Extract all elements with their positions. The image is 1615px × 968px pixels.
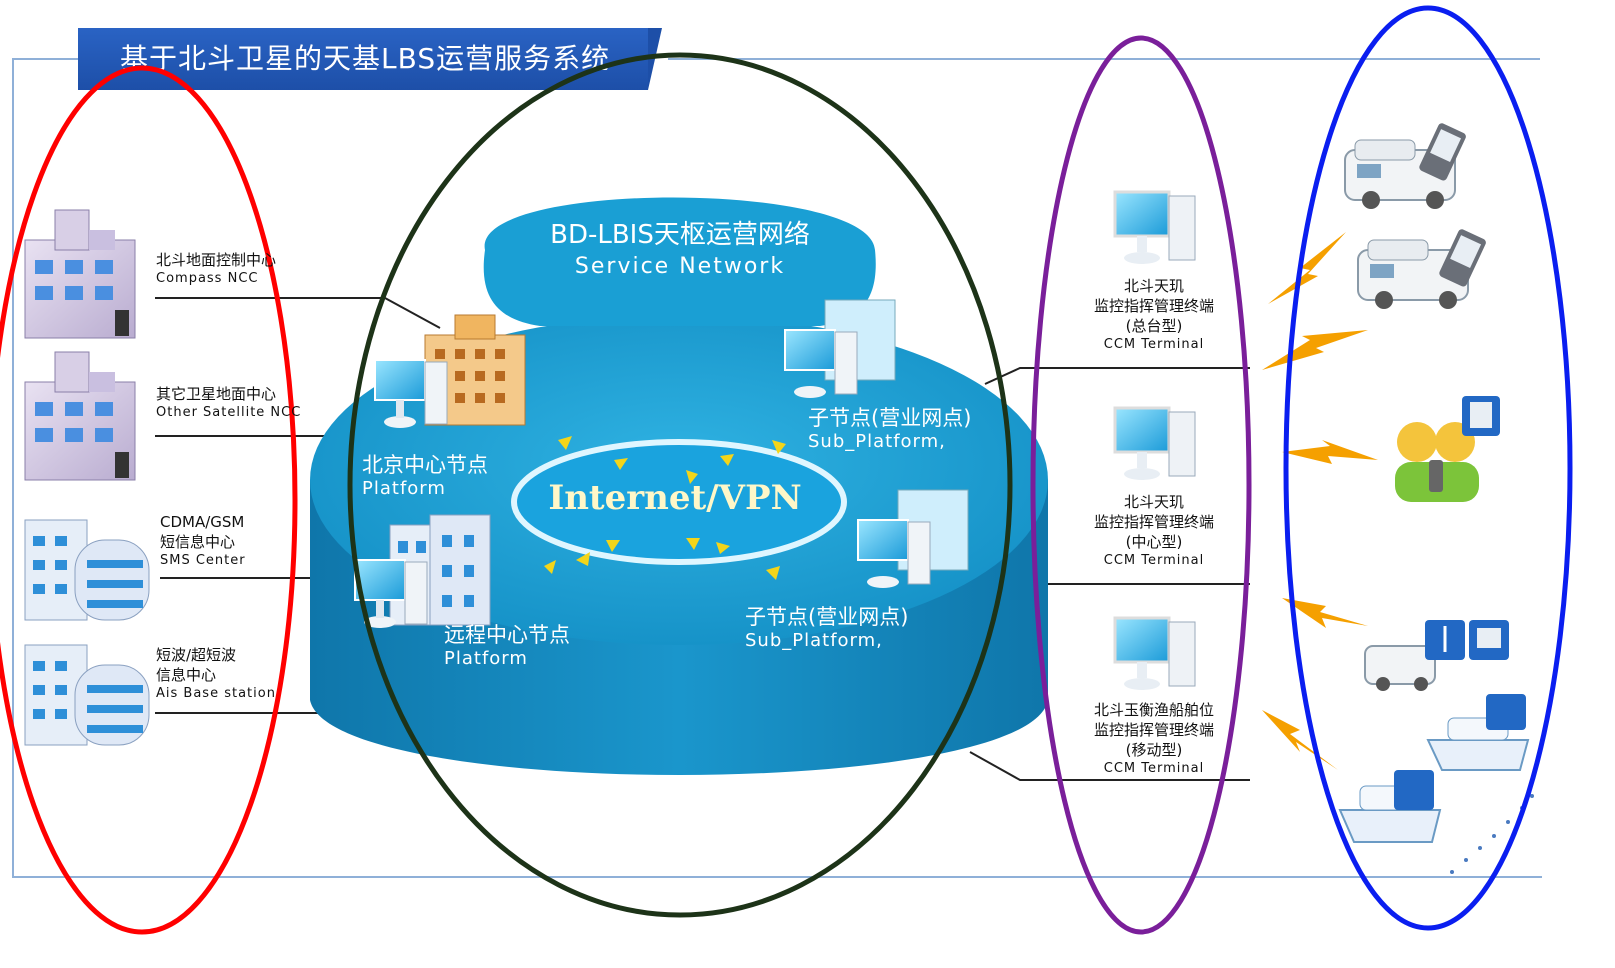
- ground-center-label-sms: CDMA/GSM 短信息中心 SMS Center: [160, 513, 246, 568]
- ground-center-label-ais: 短波/超短波 信息中心 Ais Base station: [156, 646, 276, 701]
- computer-server-icon: [1113, 190, 1196, 264]
- node-label-remote: 远程中心节点 Platform: [444, 623, 570, 669]
- frame-left-line: [12, 58, 14, 878]
- handheld-device-icon: [1419, 123, 1466, 181]
- computer-server-icon: [354, 559, 428, 628]
- ground-center-label-compass: 北斗地面控制中心 Compass NCC: [156, 251, 277, 286]
- rv-camper-icon: [1357, 239, 1469, 309]
- terminal-label-1: 北斗天玑 监控指挥管理终端 (总台型) CCM Terminal: [1093, 277, 1214, 352]
- office-building-icon: [24, 351, 136, 481]
- handheld-device-icon: [1439, 229, 1486, 287]
- person-icon: [1395, 422, 1479, 502]
- terminal-label-2: 北斗天玑 监控指挥管理终端 (中心型) CCM Terminal: [1093, 493, 1214, 568]
- computer-server-icon: [784, 299, 896, 398]
- terminal-label-3: 北斗玉衡渔船舶位 监控指挥管理终端 (移动型) CCM Terminal: [1093, 701, 1214, 776]
- frame-top-line: [12, 58, 78, 60]
- ship-icon: [1426, 694, 1530, 771]
- ground-center-label-other: 其它卫星地面中心 Other Satellite NCC: [156, 385, 302, 420]
- vpn-arrows: [544, 436, 786, 580]
- computer-server-icon: [1113, 406, 1196, 480]
- handheld-device-icon: [1462, 396, 1500, 436]
- computer-server-icon: [1113, 616, 1196, 690]
- frame-top-line-right: [668, 58, 1540, 60]
- office-building-icon: [24, 209, 136, 339]
- ground-centers-ellipse: [0, 65, 298, 935]
- terminals-ellipse: [1030, 35, 1252, 935]
- frame-bottom-line: [12, 876, 1542, 878]
- vpn-label: Internet/VPN: [548, 478, 802, 518]
- network-title: BD-LBIS天枢运营网络 Service Network: [530, 218, 830, 282]
- network-title-en: Service Network: [574, 254, 786, 279]
- signal-dots: [1450, 794, 1534, 874]
- lightning-bolt-icon: [1262, 232, 1378, 770]
- node-label-sub-2: 子节点(营业网点) Sub_Platform,: [745, 605, 909, 651]
- apartment-building-icon: [24, 644, 150, 746]
- rv-camper-icon: [1364, 645, 1436, 691]
- node-label-sub-1: 子节点(营业网点) Sub_Platform,: [808, 406, 972, 452]
- ship-icon: [1338, 770, 1442, 843]
- devices-ellipse: [1283, 5, 1573, 931]
- network-title-cn: BD-LBIS天枢运营网络: [550, 220, 810, 250]
- apartment-building-icon: [24, 519, 150, 621]
- handheld-device-icon: [1425, 620, 1509, 660]
- node-label-beijing: 北京中心节点 Platform: [362, 453, 488, 499]
- computer-server-icon: [374, 359, 448, 428]
- service-network-ellipse: [347, 52, 1013, 918]
- computer-server-icon: [857, 489, 969, 588]
- right-connector-lines: [969, 367, 1250, 781]
